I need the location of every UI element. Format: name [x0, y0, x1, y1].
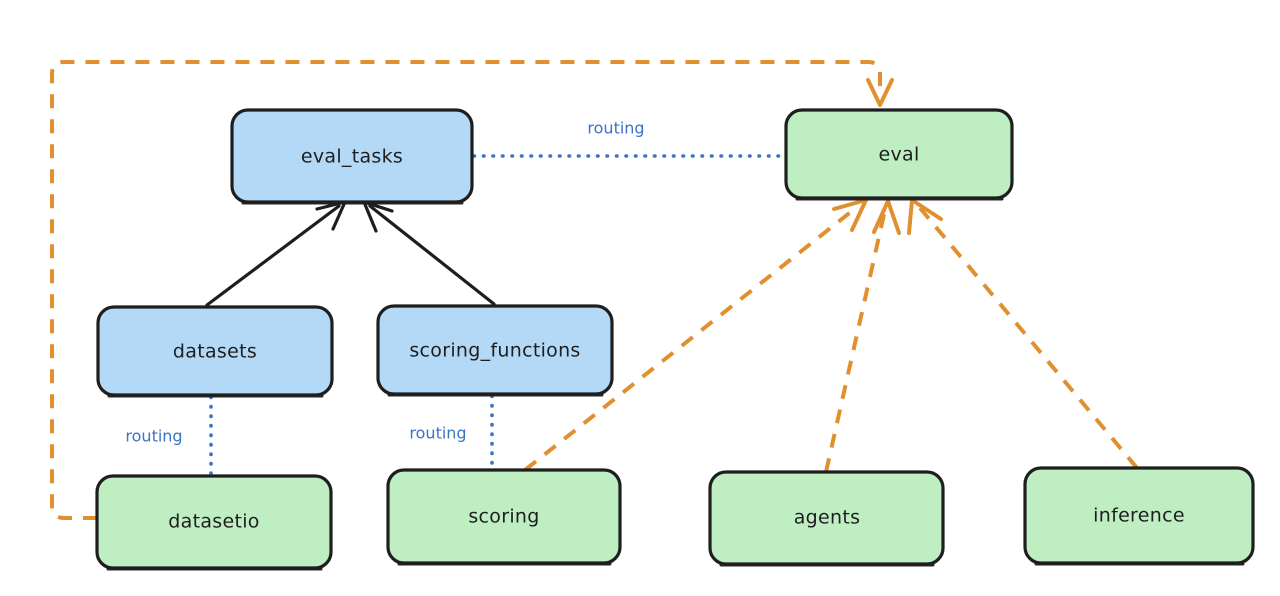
node-eval-tasks-box: [230, 108, 474, 204]
node-agents[interactable]: agents: [708, 470, 945, 567]
node-agents-label: agents: [794, 507, 861, 529]
node-scoring-box: [386, 468, 622, 565]
node-datasetio[interactable]: datasetio: [95, 474, 333, 571]
node-scoring-label: scoring: [468, 506, 539, 528]
node-scoring-functions[interactable]: scoring_functions: [376, 304, 614, 397]
edge-datasets-to-eval-tasks-line: [205, 204, 341, 307]
edge-scoring-to-eval-line: [523, 205, 859, 472]
composition-edges-group: [205, 200, 496, 307]
edge-datasets-to-eval-tasks-arrowhead: [315, 200, 347, 231]
edge-label-routing-datasetio: routing: [125, 427, 182, 446]
edge-label-routing-scoring: routing: [409, 424, 466, 443]
edge-labels-group: routing routing routing: [125, 119, 644, 446]
edge-inference-to-eval-line: [918, 206, 1139, 470]
edge-inference-to-eval[interactable]: [907, 198, 1139, 470]
node-datasets-box: [96, 305, 334, 397]
edge-datasetio-to-eval-arrowhead: [866, 78, 894, 107]
node-eval[interactable]: eval: [784, 108, 1014, 201]
edge-agents-to-eval[interactable]: [824, 199, 901, 473]
edge-scoring-functions-to-eval-tasks-line: [368, 204, 496, 306]
edge-scoring-functions-to-eval-tasks-arrowhead: [362, 200, 394, 233]
node-inference-box: [1023, 466, 1255, 565]
node-scoring-functions-box: [376, 304, 614, 396]
node-agents-box: [708, 470, 945, 566]
node-scoring[interactable]: scoring: [386, 468, 622, 566]
node-eval-tasks-label: eval_tasks: [301, 146, 403, 168]
edge-label-routing-eval: routing: [587, 119, 644, 138]
edge-datasetio-to-eval[interactable]: [50, 60, 894, 520]
node-datasets[interactable]: datasets: [96, 305, 334, 398]
node-eval-tasks[interactable]: eval_tasks: [230, 108, 474, 205]
node-scoring-functions-label: scoring_functions: [409, 340, 580, 362]
node-eval-label: eval: [878, 144, 919, 166]
node-datasetio-box: [95, 474, 333, 570]
routing-edges-group: [209, 154, 786, 476]
node-datasets-label: datasets: [173, 341, 257, 363]
node-datasetio-label: datasetio: [168, 511, 259, 533]
edge-agents-to-eval-arrowhead: [872, 199, 901, 235]
node-inference-label: inference: [1093, 505, 1185, 527]
node-eval-box: [784, 108, 1014, 200]
edge-agents-to-eval-line: [824, 209, 887, 473]
node-inference[interactable]: inference: [1023, 466, 1255, 566]
edge-datasets-to-eval-tasks[interactable]: [205, 200, 347, 307]
edge-scoring-functions-to-eval-tasks[interactable]: [362, 200, 496, 306]
